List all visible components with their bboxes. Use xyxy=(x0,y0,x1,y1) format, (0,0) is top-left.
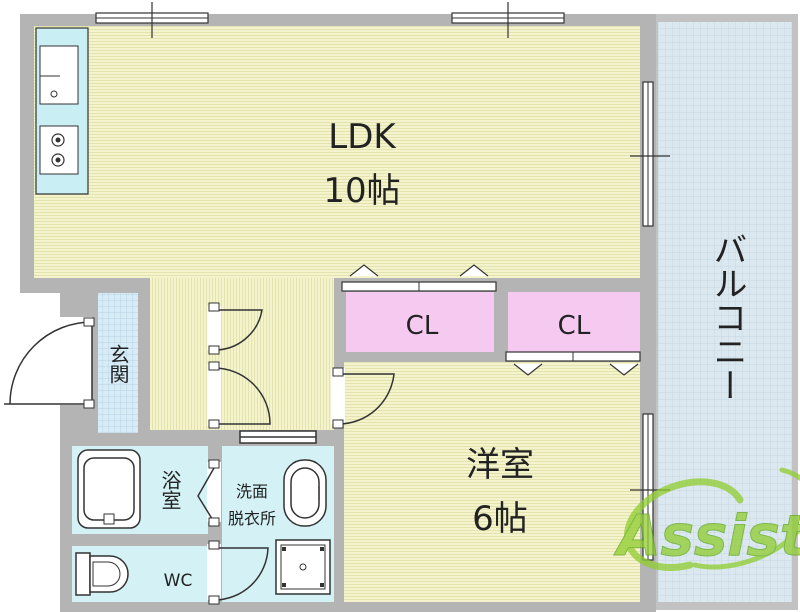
door-swing-icon xyxy=(197,459,221,527)
window-icon xyxy=(630,81,670,227)
kitchen-counter xyxy=(35,27,89,195)
window-icon xyxy=(95,2,209,38)
ldk-floor xyxy=(34,26,640,278)
sink-icon xyxy=(39,45,79,105)
door-swing-icon xyxy=(0,317,95,409)
ldk-size: 10帖 xyxy=(323,171,400,211)
entrance-floor xyxy=(98,293,138,433)
ldk-name: LDK xyxy=(328,117,397,157)
closet-door-icon xyxy=(505,351,641,376)
toilet-icon xyxy=(75,552,129,596)
window-icon xyxy=(451,2,565,38)
closet-left xyxy=(346,292,494,352)
door-swing-icon xyxy=(331,367,395,429)
door-swing-icon xyxy=(207,302,263,355)
western-room-name: 洋室 xyxy=(466,445,534,485)
closet-label: CL xyxy=(406,311,439,341)
corridor-floor xyxy=(150,278,334,430)
western-room-size: 6帖 xyxy=(472,499,528,539)
western-room-floor xyxy=(344,362,640,602)
washroom-label-line2: 脱衣所 xyxy=(228,509,276,528)
washing-machine-pan-icon xyxy=(275,539,331,595)
bath-label: 浴室 xyxy=(158,470,182,510)
closet-door-icon xyxy=(341,264,497,292)
closet-right xyxy=(508,292,640,352)
washroom-label-line1: 洗面 xyxy=(236,482,268,501)
stove-icon xyxy=(39,125,79,175)
door-swing-icon xyxy=(239,430,317,444)
toilet-label: WC xyxy=(164,571,193,591)
door-swing-icon xyxy=(207,540,269,605)
balcony xyxy=(648,14,798,610)
closet-label: CL xyxy=(558,311,591,341)
assist-logo: Assist xyxy=(613,467,800,571)
door-swing-icon xyxy=(207,361,271,429)
entrance-label: 玄関 xyxy=(106,344,130,384)
bathtub-icon xyxy=(77,449,141,529)
washbasin-icon xyxy=(283,459,327,527)
watermark-text: Assist xyxy=(613,504,800,569)
balcony-label: バルコニー xyxy=(707,232,747,402)
